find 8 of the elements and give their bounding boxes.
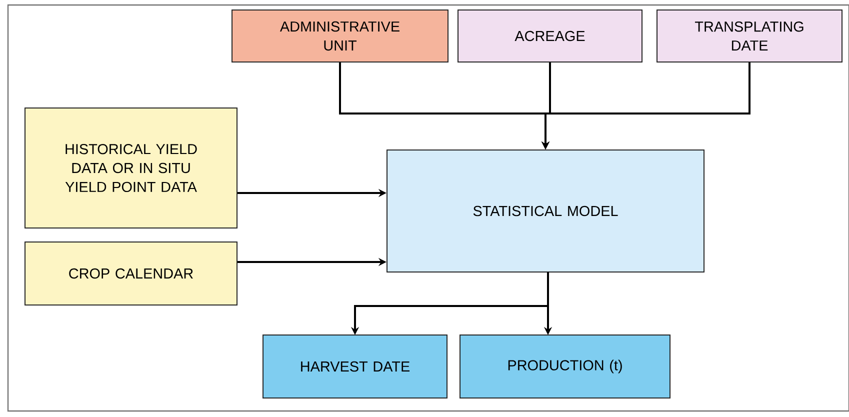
process-box: ADMINISTRATIVE UNIT	[232, 10, 448, 62]
process-box: PRODUCTION (t)	[460, 334, 670, 398]
process-box: HISTORICAL YIELD DATA OR IN SITU YIELD POINT DATA	[24, 108, 238, 228]
process-box: STATISTICAL MODEL	[386, 150, 704, 272]
process-box: CROP CALENDAR	[24, 242, 238, 306]
process-box: ACREAGE	[458, 10, 642, 62]
process-box: TRANSPLATING DATE	[656, 10, 842, 62]
process-box: HARVEST DATE	[262, 334, 448, 398]
